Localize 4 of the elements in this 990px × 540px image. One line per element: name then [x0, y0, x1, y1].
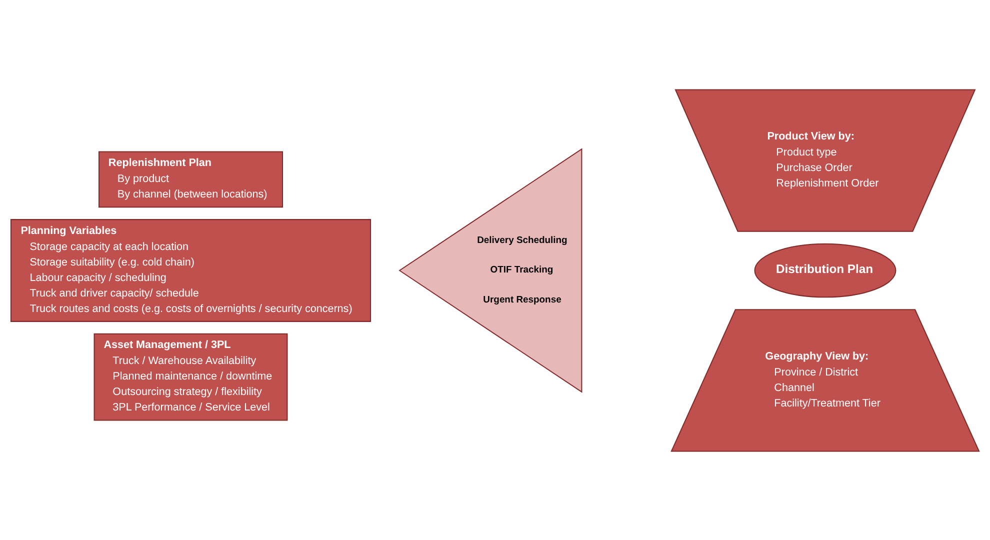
node-box: Planning Variables Storage capacity at each location Storage suitability (e.g. cold chain) Labour capacity / scheduling Truck and driver capacity/ schedule Truck routes and costs (e.g. costs of overnights / security concerns): [10, 218, 372, 322]
node-box: Replenishment Plan By product By channel (between locations): [98, 150, 283, 208]
node-ellipse: Distribution Plan: [754, 242, 896, 298]
node-box: Asset Management / 3PL Truck / Warehouse Availability Planned maintenance / downtime Outsourcing strategy / flexibility 3PL Performance / Service Level: [94, 332, 288, 420]
